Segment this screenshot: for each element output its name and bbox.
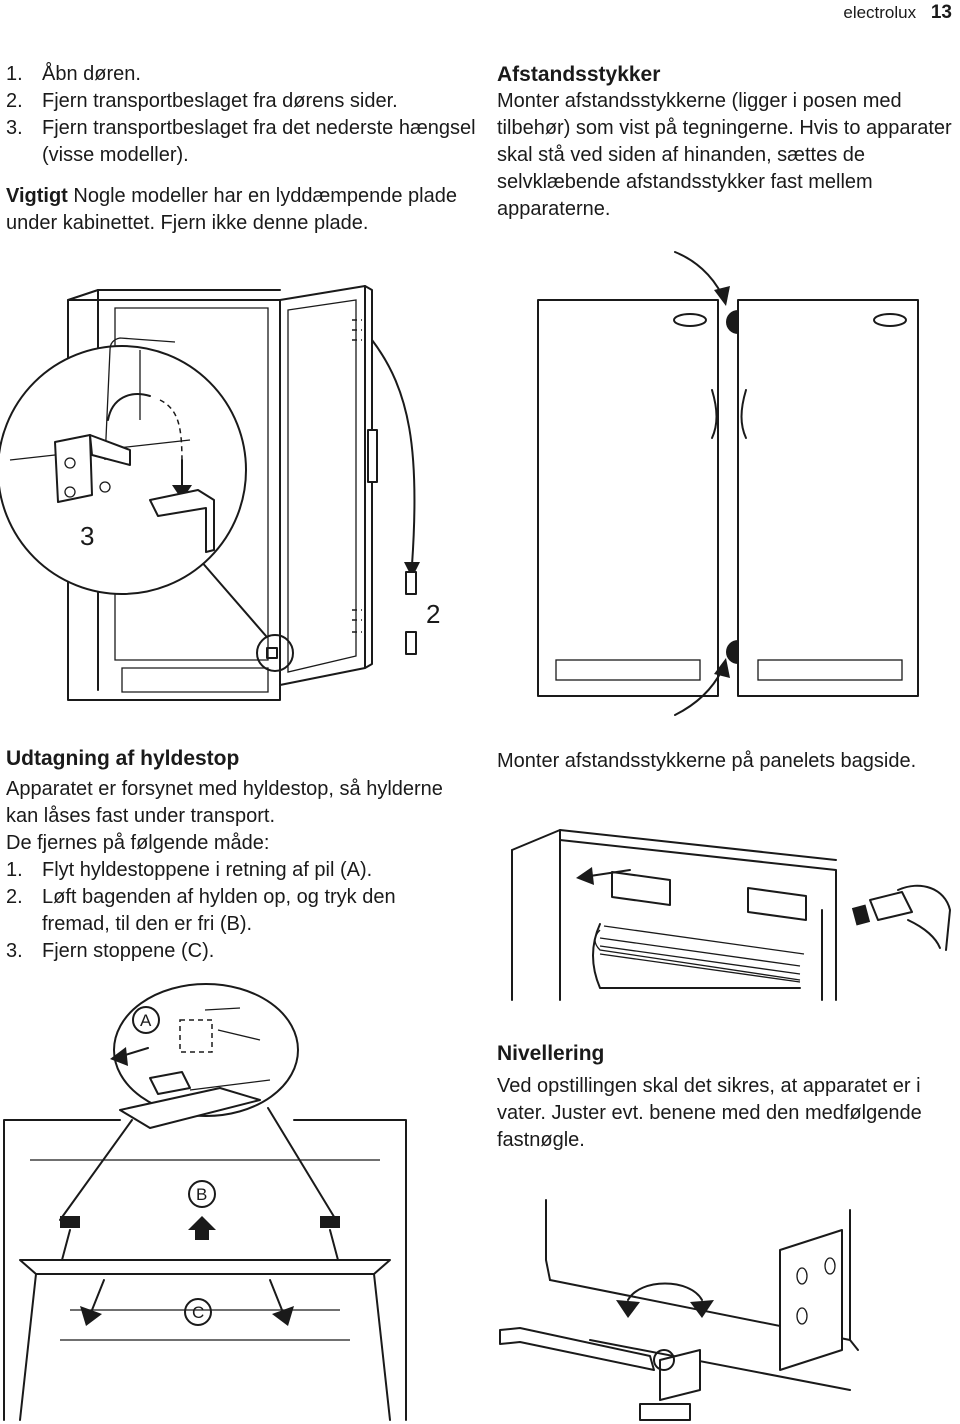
shelf-stops-section: Udtagning af hyldestop Apparatet er fors… (6, 745, 466, 965)
important-label: Vigtigt (6, 185, 68, 207)
panel-section: Monter afstandsstykkerne på panelets bag… (497, 748, 953, 775)
figure-label-a: A (140, 1011, 152, 1030)
important-text: Nogle modeller har en lyddæmpende plade … (6, 185, 457, 234)
panel-back-illustration (511, 829, 951, 1001)
section-title-leveling: Nivellering (497, 1042, 605, 1065)
spacers-section: Afstandsstykker Monter afstandsstykkerne… (497, 61, 953, 223)
list-item: 2.Løft bagenden af hylden op, og tryk de… (6, 886, 396, 935)
figure-label-b: B (196, 1185, 207, 1204)
leveling-section: Nivellering Ved opstillingen skal det si… (497, 1040, 957, 1154)
door-steps: 1.Åbn døren. 2.Fjern transportbeslaget f… (6, 61, 476, 237)
page-number: 13 (930, 2, 952, 23)
page-header: electrolux 13 (843, 2, 952, 24)
list-item: 3.Fjern stoppene (C). (6, 940, 215, 962)
door-hinge-illustration: 3 2 (0, 285, 440, 701)
list-item: 2.Fjern transportbeslaget fra dørens sid… (6, 90, 398, 112)
spacers-body: Monter afstandsstykkerne (ligger i posen… (497, 90, 952, 220)
shelf-stops-illustration: A B C (3, 983, 407, 1421)
list-item: 1.Åbn døren. (6, 63, 141, 85)
figure-label-3: 3 (80, 521, 94, 551)
leveling-illustration (499, 1199, 859, 1421)
spacers-illustration (537, 251, 919, 716)
section-title-shelf-stops: Udtagning af hyldestop (6, 747, 240, 770)
important-note: Vigtigt Nogle modeller har en lyddæmpend… (6, 183, 468, 237)
list-item: 1.Flyt hyldestoppene i retning af pil (A… (6, 859, 373, 881)
figure-label-c: C (192, 1303, 204, 1322)
door-steps-list: 1.Åbn døren. 2.Fjern transportbeslaget f… (6, 61, 476, 169)
section-title-spacers: Afstandsstykker (497, 63, 661, 86)
shelf-stops-list: 1.Flyt hyldestoppene i retning af pil (A… (6, 857, 466, 965)
list-item: 3.Fjern transportbeslaget fra det neders… (6, 117, 476, 166)
shelf-stops-intro2: De fjernes på følgende måde: (6, 832, 270, 854)
shelf-stops-intro: Apparatet er forsynet med hyldestop, så … (6, 778, 443, 827)
leveling-body: Ved opstillingen skal det sikres, at app… (497, 1075, 922, 1151)
brand-name: electrolux (843, 3, 917, 22)
panel-text: Monter afstandsstykkerne på panelets bag… (497, 750, 917, 772)
figure-label-2: 2 (426, 599, 440, 629)
